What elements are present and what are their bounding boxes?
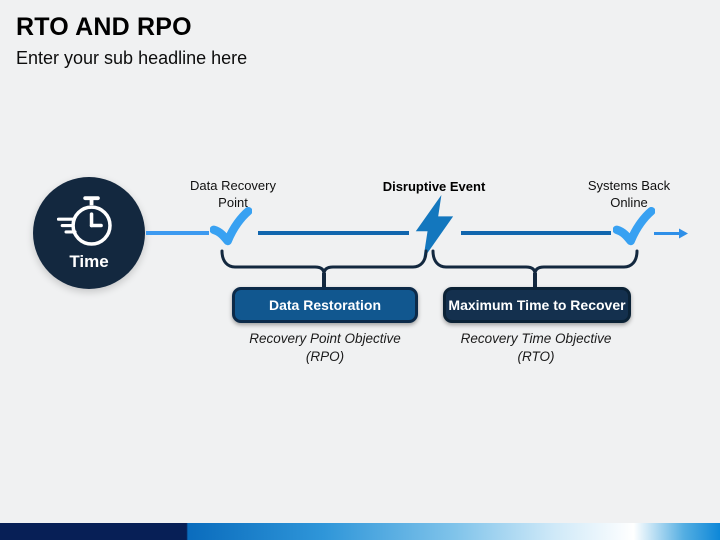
footer-accent-bar — [0, 523, 720, 540]
time-circle: Time — [33, 177, 145, 289]
caption-line: Recovery Point Objective — [249, 331, 401, 346]
timeline-segment-start — [146, 231, 209, 235]
page-subtitle: Enter your sub headline here — [16, 48, 248, 68]
stopwatch-icon — [57, 195, 112, 246]
data-restoration-button[interactable]: Data Restoration — [232, 287, 418, 323]
timeline-segment-rpo — [258, 231, 409, 235]
checkmark-icon — [210, 207, 252, 246]
milestone-label-line: Disruptive Event — [382, 179, 486, 194]
milestone-label-line: Online — [610, 194, 648, 210]
caption-rto: Recovery Time Objective (RTO) — [431, 330, 641, 366]
arrow-right-icon — [654, 228, 688, 239]
milestone-label-line: Systems Back — [587, 178, 671, 193]
time-label: Time — [69, 251, 109, 271]
caption-line: (RPO) — [305, 349, 345, 364]
milestone-label-line: Data Recovery — [190, 178, 276, 193]
lightning-bolt-icon — [415, 195, 454, 259]
milestone-label-data-recovery-point: Data Recovery Point — [158, 178, 308, 211]
caption-line: (RTO) — [517, 349, 555, 364]
page-title: RTO AND RPO — [16, 13, 192, 41]
caption-line: Recovery Time Objective — [460, 331, 612, 346]
milestone-label-disruptive-event: Disruptive Event — [359, 179, 509, 196]
milestone-label-systems-back-online: Systems Back Online — [554, 178, 704, 211]
caption-rpo: Recovery Point Objective (RPO) — [220, 330, 430, 366]
milestone-label-line: Point — [218, 194, 248, 210]
maximum-time-to-recover-button[interactable]: Maximum Time to Recover — [443, 287, 631, 323]
checkmark-icon — [613, 207, 655, 246]
timeline-segment-rto — [461, 231, 611, 235]
